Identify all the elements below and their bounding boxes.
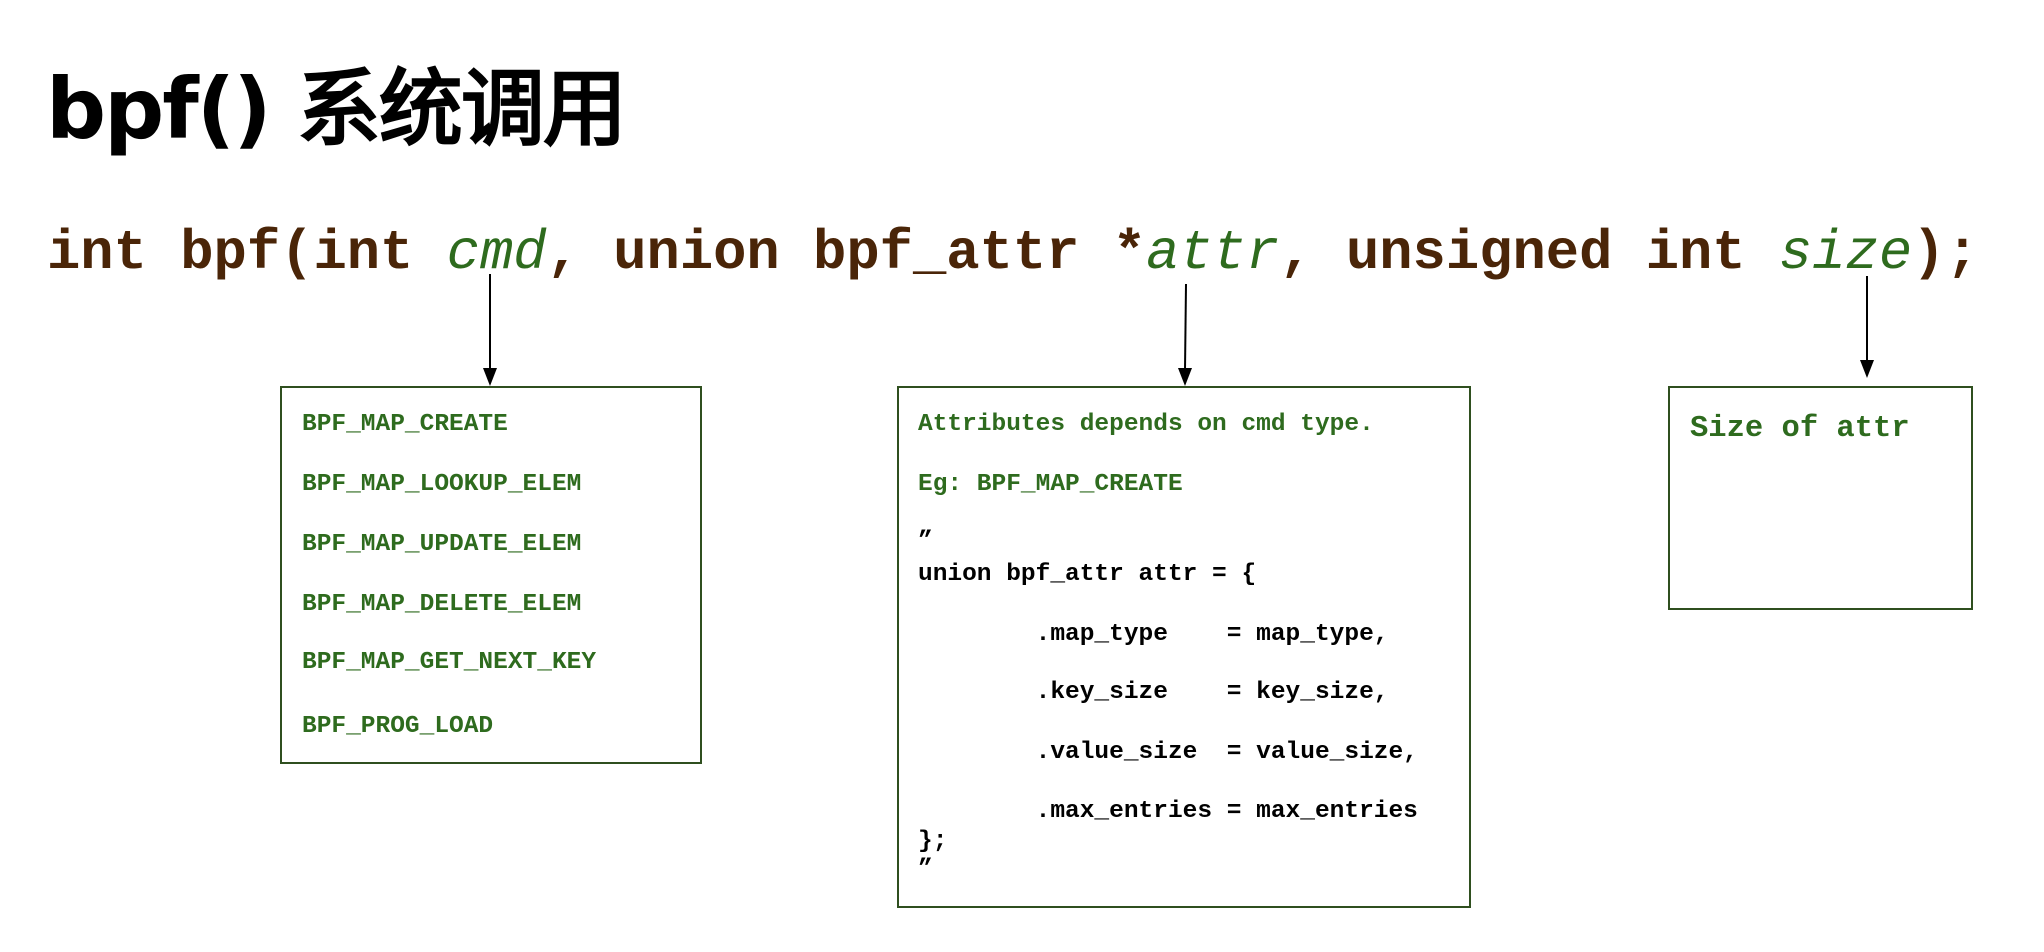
param-size: size [1778,222,1913,285]
code-line: union bpf_attr attr = { [918,561,1257,588]
attr-example: Eg: BPF_MAP_CREATE [918,471,1183,498]
code-line: .max_entries = max_entries [918,798,1418,825]
cmd-item: BPF_MAP_UPDATE_ELEM [302,531,582,558]
sig-part: ); [1912,222,1979,285]
param-cmd: cmd [446,222,547,285]
arrow-size [1860,276,1874,378]
function-signature: int bpf(int cmd, union bpf_attr *attr, u… [47,222,1979,285]
page-title: bpf() 系统调用 [46,60,627,158]
code-line: ” [918,528,933,555]
size-box [1668,386,1973,610]
sig-part: , unsigned int [1279,222,1779,285]
attr-box [897,386,1471,908]
arrow-cmd [483,274,497,386]
cmd-box [280,386,702,764]
code-line: .map_type = map_type, [918,621,1389,648]
cmd-item: BPF_PROG_LOAD [302,713,494,740]
code-line: ” [918,856,933,883]
cmd-item: BPF_MAP_CREATE [302,411,508,438]
cmd-item: BPF_MAP_DELETE_ELEM [302,591,582,618]
param-attr: attr [1146,222,1280,285]
cmd-item: BPF_MAP_LOOKUP_ELEM [302,471,582,498]
code-line: .key_size = key_size, [918,679,1389,706]
sig-part: , union bpf_attr * [546,222,1147,285]
arrow-attr [1178,283,1192,386]
size-description: Size of attr [1690,412,1910,446]
sig-part: int bpf(int [47,222,447,285]
code-line: .value_size = value_size, [918,739,1418,766]
cmd-item: BPF_MAP_GET_NEXT_KEY [302,649,597,676]
code-line: }; [918,828,948,855]
attr-description: Attributes depends on cmd type. [918,411,1374,438]
